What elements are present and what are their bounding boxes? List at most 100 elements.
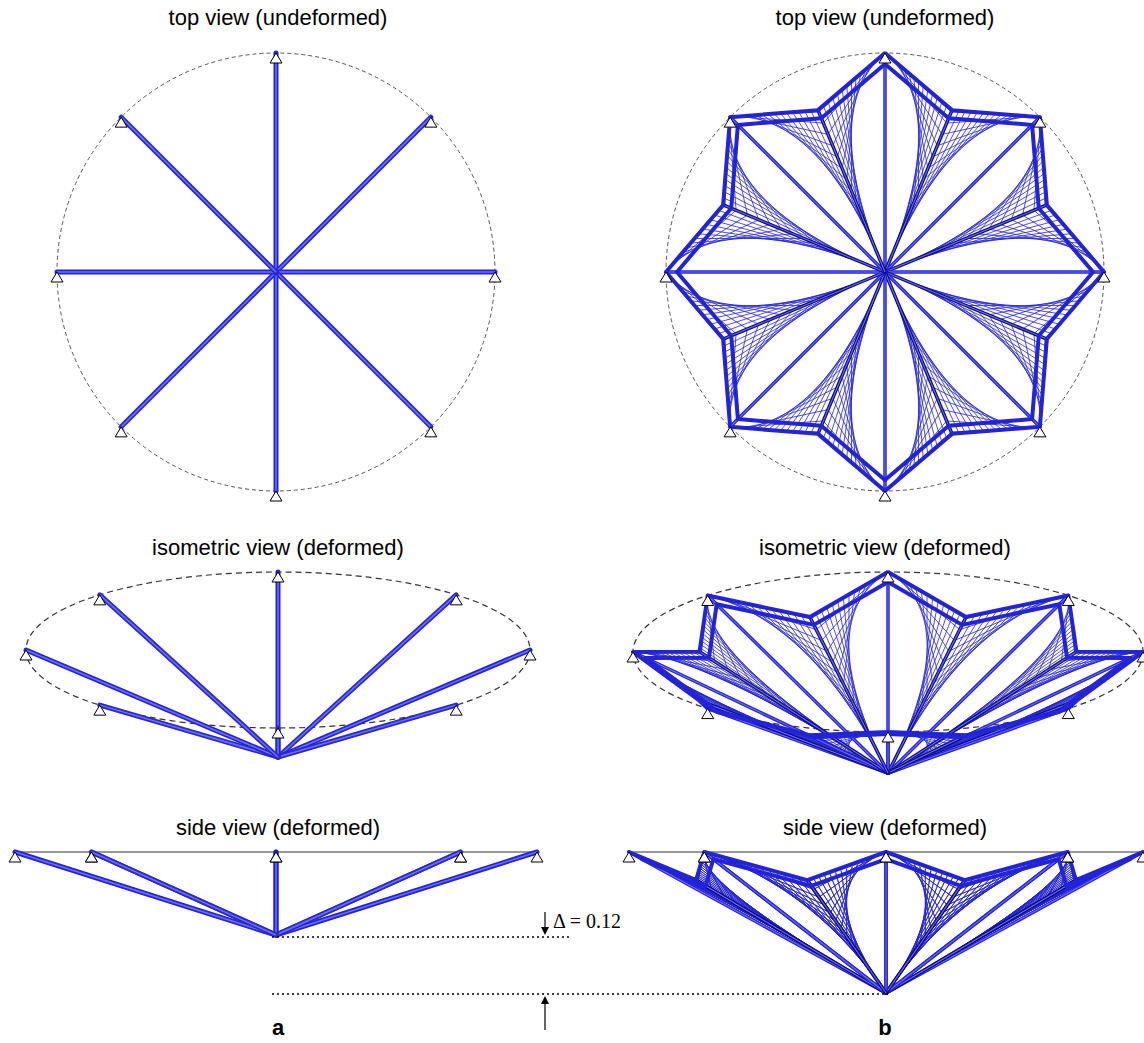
beam-highlight (885, 852, 886, 993)
beam (886, 880, 965, 993)
beam (730, 272, 885, 427)
hatch-member (900, 580, 955, 641)
panel-label: b (878, 1016, 891, 1040)
beam-highlight (807, 880, 886, 993)
beam (15, 852, 276, 935)
beam (276, 270, 495, 275)
support-triangle (724, 427, 736, 437)
beam-highlight (888, 735, 966, 773)
beam (886, 880, 1076, 993)
beam (57, 270, 276, 275)
beam-highlight (275, 852, 277, 935)
support-triangle (623, 852, 635, 862)
beam (26, 650, 278, 757)
hatch-member (723, 600, 822, 641)
beam-highlight (885, 852, 886, 993)
support-triangle (724, 117, 736, 127)
support-triangle (85, 852, 97, 862)
hatch-member (927, 597, 928, 695)
beam-highlight (275, 53, 277, 272)
beam-highlight (278, 595, 456, 757)
dimension-label: Δ = 0.12 (553, 910, 621, 932)
beam (276, 852, 537, 935)
beam (633, 652, 888, 773)
beam-highlight (696, 880, 886, 993)
support-triangle (1062, 709, 1074, 719)
beam (818, 110, 885, 272)
support-triangle (660, 272, 672, 282)
support-triangle (425, 117, 437, 127)
support-triangle (20, 650, 32, 660)
dimension-arrow (544, 912, 545, 928)
beam (704, 852, 886, 993)
beam-highlight (666, 271, 885, 272)
beam-highlight (818, 110, 885, 272)
beam (276, 117, 431, 272)
beam-highlight (276, 271, 495, 273)
beam (886, 880, 1076, 993)
beam (807, 880, 886, 993)
support-triangle (882, 572, 894, 582)
beam (274, 272, 279, 491)
beam-highlight (886, 880, 1076, 993)
beam (121, 117, 276, 272)
beam-highlight (57, 271, 276, 273)
top-view-a (51, 53, 501, 501)
support-triangle (880, 852, 892, 862)
support-triangle (115, 117, 127, 127)
support-triangle (270, 53, 282, 63)
beam-highlight (885, 117, 1040, 272)
hatch-member (898, 857, 953, 897)
beam-highlight (888, 652, 1143, 773)
beam (666, 270, 885, 274)
beam-highlight (15, 852, 276, 935)
beam (886, 852, 1068, 993)
beam (278, 595, 456, 757)
beam (91, 852, 276, 935)
beam (696, 880, 886, 993)
support-triangle (627, 652, 639, 662)
beam-highlight (704, 852, 886, 993)
beam-highlight (884, 53, 885, 272)
beam (121, 272, 276, 427)
beam-highlight (887, 572, 888, 773)
hatch-member (846, 869, 847, 937)
beam (883, 53, 887, 272)
beam-highlight (885, 272, 1040, 427)
beam-highlight (276, 852, 461, 935)
support-triangle (1137, 852, 1144, 862)
support-triangle (272, 572, 284, 582)
side-view-b (623, 852, 1144, 993)
beam-highlight (723, 272, 885, 339)
hatch-member (752, 607, 844, 684)
beam-highlight (633, 652, 888, 773)
support-triangle (115, 427, 127, 437)
beam-highlight (26, 650, 278, 757)
support-triangle (85, 852, 97, 862)
support-triangle (879, 53, 891, 63)
panel-label: a (272, 1016, 284, 1040)
beam (886, 880, 965, 993)
support-triangle (450, 705, 462, 715)
beam-highlight (91, 852, 276, 935)
iso-view-b (627, 572, 1144, 773)
boundary-circle (57, 53, 495, 491)
beam-highlight (886, 880, 1076, 993)
top-view-b (660, 53, 1110, 501)
dimension-arrowhead (541, 996, 549, 1004)
edge-member (677, 64, 1093, 480)
beam-highlight (275, 272, 277, 491)
support-triangle (450, 595, 462, 605)
support-triangle (51, 272, 63, 282)
view-title: top view (undeformed) (776, 6, 995, 30)
support-triangle (531, 852, 543, 862)
dimension-line (272, 993, 888, 995)
beam-highlight (884, 272, 885, 491)
support-triangle (489, 272, 501, 282)
support-triangle (879, 491, 891, 501)
hatch-member (744, 605, 838, 673)
hatch-member (932, 607, 1024, 684)
view-title: side view (deformed) (783, 816, 987, 840)
beam-highlight (121, 117, 276, 272)
